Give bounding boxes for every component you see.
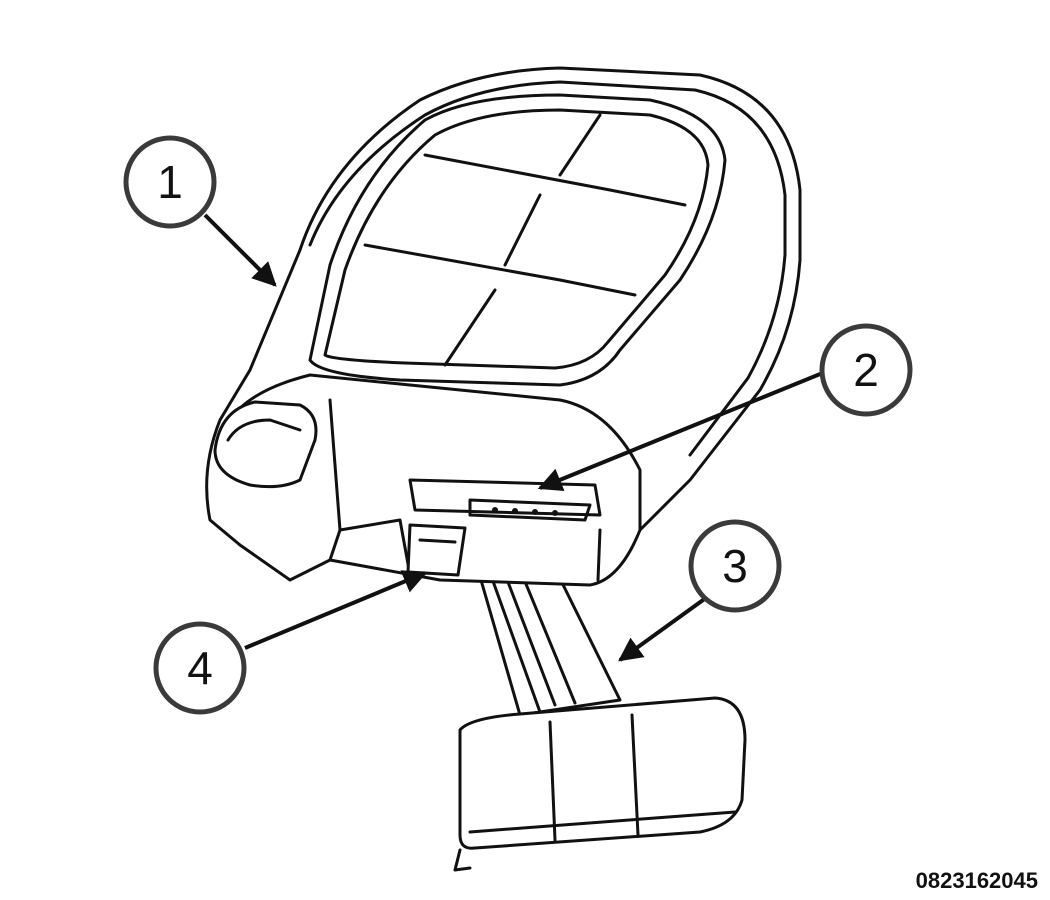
leader-line-1 (203, 213, 277, 287)
leader-line-3 (618, 593, 712, 662)
callout-1: 1 (123, 135, 217, 229)
leader-line-2 (537, 368, 831, 491)
key-fob-body (205, 66, 802, 587)
figure-id: 0823162045 (915, 868, 1038, 893)
callout-1-number: 1 (157, 156, 183, 208)
callout-3-number: 3 (722, 540, 748, 592)
callout-3: 3 (688, 519, 782, 613)
callout-4-number: 4 (187, 642, 213, 694)
callout-2-number: 2 (853, 344, 879, 396)
callout-4: 4 (153, 621, 247, 715)
leader-line-4 (244, 570, 428, 650)
callout-2: 2 (819, 323, 913, 417)
battery-contacts (492, 507, 558, 516)
